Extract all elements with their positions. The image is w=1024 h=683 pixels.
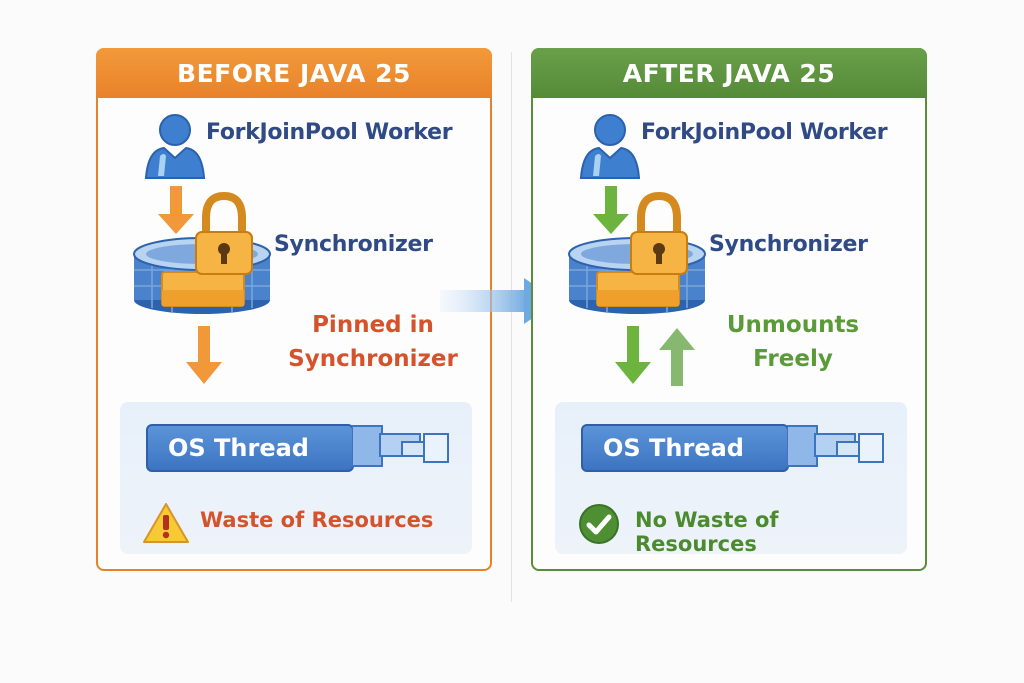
status-label: Unmounts Freely: [703, 308, 883, 376]
before-panel: BEFORE JAVA 25 ForkJoinPool Worker Synch…: [96, 48, 492, 571]
result-label: Waste of Resources: [200, 508, 434, 532]
os-thread-section: OS Thread No Waste of Resources: [555, 402, 907, 556]
lock-icon: [195, 191, 253, 275]
down-arrow-icon: [186, 326, 222, 384]
status-line-2: Synchronizer: [288, 346, 458, 372]
check-circle-icon: [579, 504, 619, 544]
synchronizer-label: Synchronizer: [274, 232, 433, 257]
connector-icon: [352, 425, 449, 467]
up-arrow-icon: [659, 328, 695, 386]
user-icon: [144, 114, 206, 179]
synchronizer-icon: [133, 186, 271, 314]
down-arrow-icon: [158, 186, 194, 234]
down-arrow-icon: [615, 326, 651, 384]
os-thread-label: OS Thread: [603, 434, 744, 462]
down-arrow-icon: [593, 186, 629, 234]
result-label: No Waste of Resources: [635, 508, 779, 556]
before-header: BEFORE JAVA 25: [96, 48, 492, 98]
status-line-1: Pinned in: [312, 312, 434, 338]
status-line-2: Freely: [753, 346, 833, 372]
warning-icon: [143, 503, 189, 543]
up-down-arrows-icon: [615, 326, 695, 386]
synchronizer-label: Synchronizer: [709, 232, 868, 257]
os-thread-box: OS Thread: [146, 424, 354, 472]
synchronizer-icon: [568, 186, 706, 314]
connector-icon: [787, 425, 884, 467]
after-header: AFTER JAVA 25: [531, 48, 927, 98]
status-label: Pinned in Synchronizer: [278, 308, 468, 376]
os-thread-section: OS Thread Waste of Resources: [120, 402, 472, 554]
os-thread-label: OS Thread: [168, 434, 309, 462]
os-thread-box: OS Thread: [581, 424, 789, 472]
status-line-1: Unmounts: [726, 312, 860, 338]
center-divider: [511, 52, 512, 602]
after-panel: AFTER JAVA 25 ForkJoinPool Worker Synchr…: [531, 48, 927, 571]
worker-label: ForkJoinPool Worker: [206, 120, 453, 145]
worker-label: ForkJoinPool Worker: [641, 120, 888, 145]
lock-icon: [630, 191, 688, 275]
user-icon: [579, 114, 641, 179]
